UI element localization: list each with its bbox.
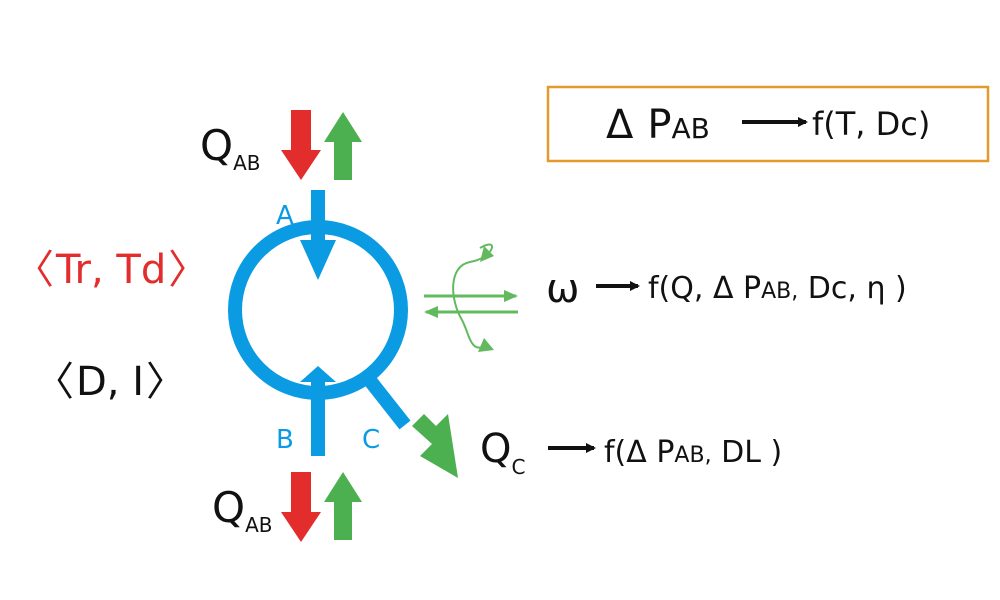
port-a-triangle: [300, 240, 336, 280]
formula-box: [546, 85, 990, 163]
port-b-label: B: [276, 425, 294, 455]
port-c-line: [362, 373, 411, 430]
bottom-red-down-arrow: [281, 472, 321, 542]
port-b-triangle: [300, 366, 336, 382]
port-c-label: C: [362, 425, 380, 455]
rotation-arrowhead-bottom: [478, 338, 494, 352]
top-green-up-arrow: [324, 112, 362, 180]
port-b-line: [311, 378, 325, 456]
omega-rhs: f(Q, Δ PAB, Dc, η ): [648, 271, 907, 306]
red-params: 〈Tr, Td〉: [14, 247, 208, 293]
qc-rhs: f(Δ PAB, DL ): [604, 435, 782, 470]
port-c-green-arrow: [412, 414, 458, 478]
black-params: 〈D, I〉: [34, 359, 186, 405]
top-flow-label: QAB: [200, 121, 260, 175]
rotation-arrow-icon: [452, 243, 493, 349]
pump-symbol: [228, 190, 411, 456]
omega-symbol: ω: [546, 266, 580, 312]
port-a-label: A: [276, 201, 294, 231]
box-formula-rhs: f(T, Dc): [812, 105, 930, 143]
bottom-green-up-arrow: [324, 472, 362, 540]
rotation-symbol: [424, 243, 518, 352]
rotation-arrowhead-top: [480, 246, 494, 262]
bottom-flow-arrows: [281, 472, 362, 542]
qc-lhs: QC: [480, 426, 525, 479]
bottom-flow-label: QAB: [212, 483, 272, 537]
top-flow-arrows: [281, 110, 362, 180]
top-red-down-arrow: [281, 110, 321, 180]
